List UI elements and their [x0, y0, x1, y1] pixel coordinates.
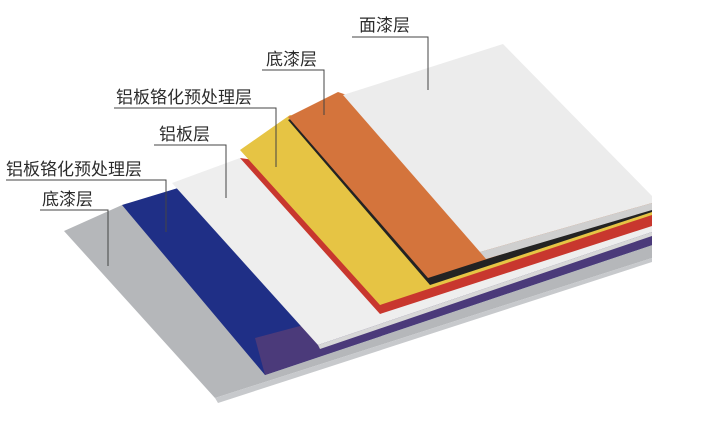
top-coat-shadow: [480, 203, 652, 259]
primer-lower-edge: [215, 258, 652, 403]
label-aluminum: 铝板层: [159, 125, 210, 145]
leader-top-coat: [352, 36, 429, 90]
label-primer-lower: 底漆层: [42, 190, 93, 210]
leader-primer-upper: [262, 69, 325, 115]
leader-chromate-lower: [6, 179, 167, 232]
aluminum-edge: [318, 232, 652, 349]
label-top-coat: 面漆层: [359, 16, 410, 36]
leader-primer-lower: [40, 209, 109, 266]
leader-chromate-upper: [114, 107, 277, 167]
label-chromate-lower: 铝板铬化预处理层: [6, 160, 142, 180]
label-primer-upper: 底漆层: [266, 50, 317, 70]
leader-aluminum: [154, 144, 227, 198]
top-coat-layer: [343, 44, 652, 252]
label-chromate-upper: 铝板铬化预处理层: [116, 88, 252, 108]
